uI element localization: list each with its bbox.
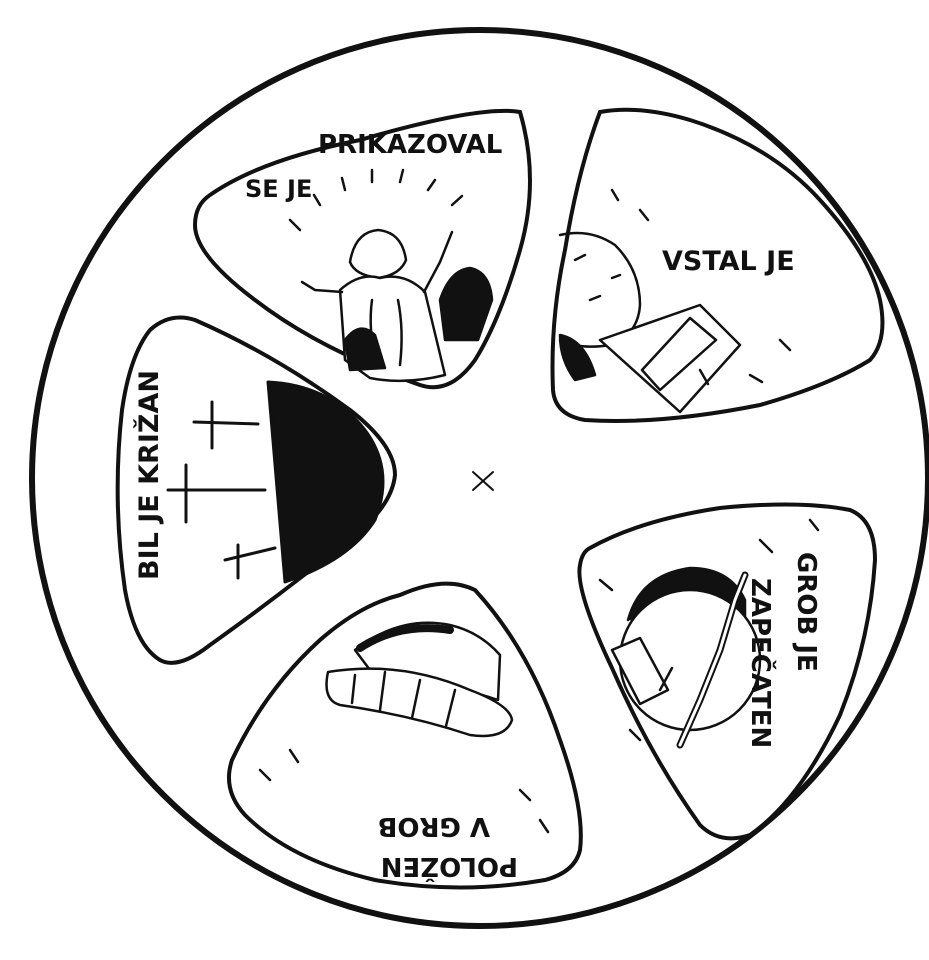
segment-risen-label: VSTAL JE (662, 246, 795, 277)
segment-buried-label-line1: POLOŽEN (381, 851, 518, 883)
segment-buried-label-line2: V GROB (378, 811, 490, 841)
segment-appeared-label-line1: SE JE (245, 175, 312, 203)
segment-appeared-label-line2: PRIKAZOVAL (318, 130, 502, 160)
segment-crucified-label: BIL JE KRIŽAN (133, 370, 165, 580)
segment-sealed-label-line2: ZAPEČATEN (745, 578, 777, 748)
segment-sealed-label-line1: GROB JE (791, 552, 821, 672)
segment-risen[interactable]: VSTAL JE (553, 110, 883, 421)
